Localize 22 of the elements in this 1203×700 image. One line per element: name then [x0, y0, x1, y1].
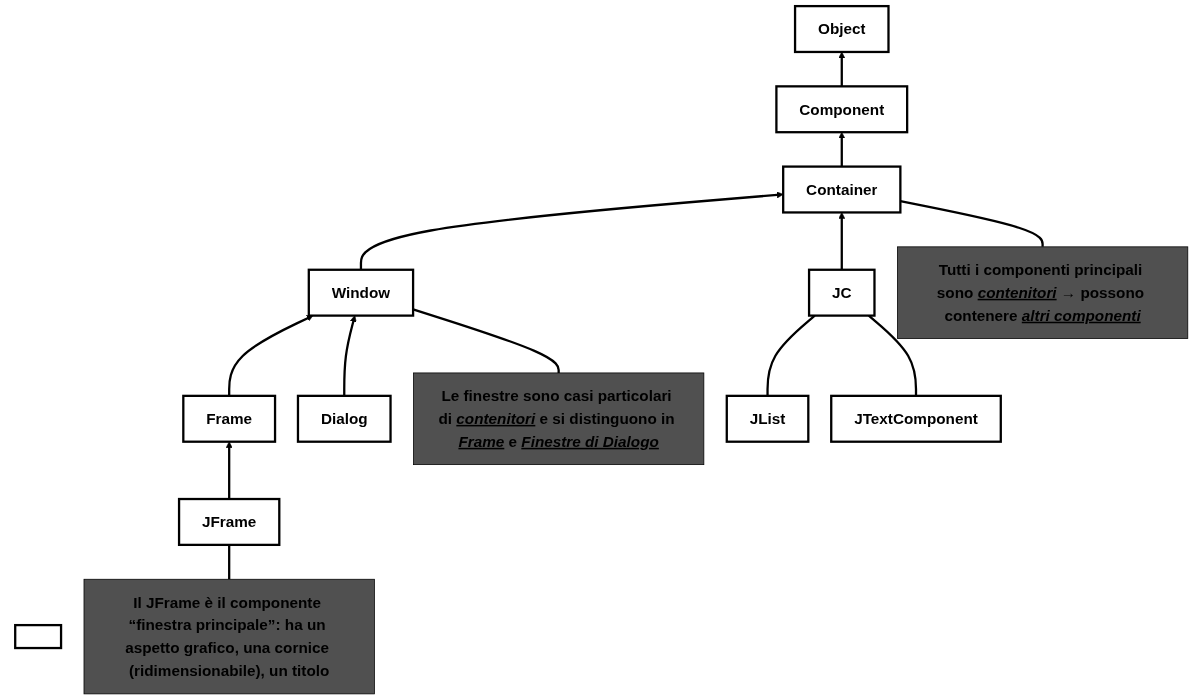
connector — [900, 200, 1044, 247]
node-box: Le finestre sono casi particolari di contenitori e si distinguono in Frame e Finestre di Dialogo — [413, 372, 705, 465]
arrow — [838, 212, 846, 270]
node-box: Frame — [182, 394, 277, 443]
arrow — [228, 315, 314, 396]
node-box: Object — [793, 4, 890, 54]
node-box: JList — [725, 394, 810, 443]
node-box: JTextComponent — [830, 394, 1002, 443]
arrow — [225, 441, 233, 499]
node-box: JC — [807, 268, 876, 317]
node-box — [14, 623, 63, 650]
node-box: Window — [307, 268, 415, 317]
node-box: Dialog — [296, 394, 392, 443]
node-box: Tutti i componenti principali sono contenitori → possono contenere altri componenti — [897, 246, 1189, 339]
arrow — [343, 315, 357, 396]
arrow — [838, 51, 846, 87]
node-box: Il JFrame è il componente “finestra principale”: ha un aspetto grafico, una cornice (ridimensionabile), un titolo — [83, 578, 375, 695]
node-box: Component — [775, 85, 909, 134]
arrow — [359, 191, 784, 270]
connector — [228, 544, 231, 580]
node-box: JFrame — [177, 497, 281, 546]
node-box: Container — [782, 165, 902, 214]
